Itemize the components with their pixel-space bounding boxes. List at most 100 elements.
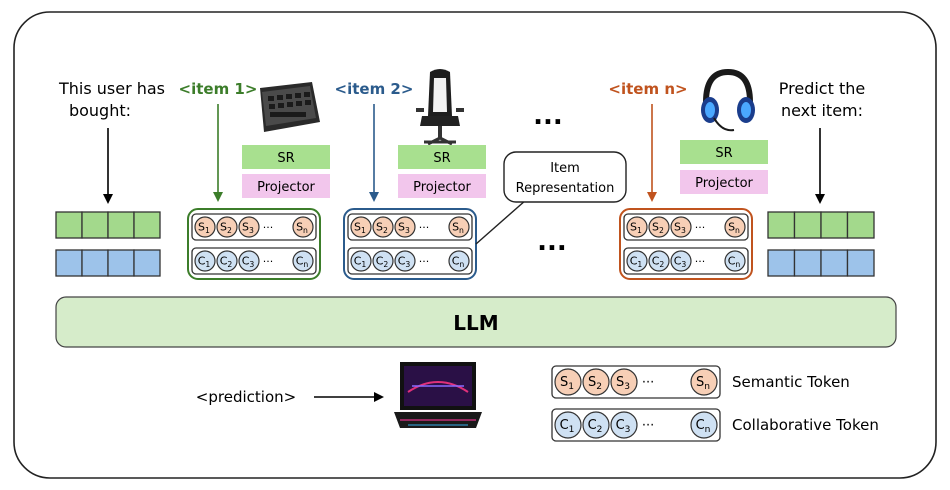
tok2-collab-token-label-C1: C1 bbox=[354, 254, 367, 269]
tok2-semantic-token-S2 bbox=[372, 216, 394, 238]
output-green-cell-3 bbox=[820, 211, 849, 239]
tokn-collab-token-C3 bbox=[670, 250, 692, 272]
output-green-cell-1 bbox=[767, 211, 796, 239]
legend-semantic-token-label-S1: S1 bbox=[560, 375, 574, 392]
output-green-cell-2 bbox=[793, 211, 822, 239]
tokn-semantic-token-S3 bbox=[670, 216, 692, 238]
legend-semantic-token-label-S2: S2 bbox=[588, 375, 602, 392]
output-blue-cell-3 bbox=[820, 249, 849, 277]
input-blue-cell-1 bbox=[55, 249, 83, 277]
tokn-semantic-token-S1 bbox=[626, 216, 648, 238]
tok1-collab-token-label-C2: C2 bbox=[220, 254, 233, 269]
item-1-label: <item 1> bbox=[179, 80, 258, 98]
legend-collaborative-label: Collaborative Token bbox=[732, 416, 879, 434]
tok1-semantic-token-S3 bbox=[238, 216, 260, 238]
tok2-collab-token-label-C3: C3 bbox=[398, 254, 411, 269]
item-2-sr-box bbox=[398, 145, 486, 169]
legend-semantic-token-Sn bbox=[690, 368, 718, 396]
tok2-collab-token-label-C2: C2 bbox=[376, 254, 389, 269]
tok1-semantic-dots: ··· bbox=[263, 221, 274, 234]
predict-line-1: Predict the bbox=[779, 79, 865, 98]
tok1-collab-token-C1 bbox=[194, 250, 216, 272]
item-n-sr-label: SR bbox=[715, 146, 732, 161]
tok2-semantic-dots: ··· bbox=[419, 221, 430, 234]
tok2-semantic-token-label-S1: S1 bbox=[354, 220, 366, 235]
output-green-cell-4 bbox=[846, 211, 875, 239]
tokn-semantic-token-label-S1: S1 bbox=[630, 220, 642, 235]
tokn-collab-token-label-C2: C2 bbox=[652, 254, 665, 269]
item-1-sr-label: SR bbox=[277, 151, 294, 166]
tok2-semantic-token-S1 bbox=[350, 216, 372, 238]
keyboard-icon bbox=[260, 82, 320, 132]
legend-semantic-token-S2 bbox=[582, 368, 610, 396]
tokn-collab-token-Cn bbox=[724, 250, 746, 272]
outer-frame bbox=[13, 11, 937, 479]
callout-line-2: Representation bbox=[516, 181, 615, 196]
tok2-semantic-token-S3 bbox=[394, 216, 416, 238]
tok2-semantic-token-Sn bbox=[448, 216, 470, 238]
tok1-collab-token-Cn bbox=[292, 250, 314, 272]
tok1-semantic-token-label-Sn: Sn bbox=[296, 220, 308, 235]
tokn-semantic-token-S2 bbox=[648, 216, 670, 238]
item-n-label: <item n> bbox=[608, 80, 687, 98]
tok2-collab-token-label-Cn: Cn bbox=[452, 254, 465, 269]
legend-collab-token-Cn bbox=[690, 411, 718, 439]
prefix-line-2: bought: bbox=[69, 101, 131, 120]
llm-label: LLM bbox=[453, 311, 498, 335]
legend-collab-token-label-Cn: Cn bbox=[696, 418, 711, 435]
tok1-collab-token-C3 bbox=[238, 250, 260, 272]
output-blue-cell-1 bbox=[767, 249, 796, 277]
tokn-semantic-token-label-S2: S2 bbox=[652, 220, 664, 235]
tokn-collab-token-label-C1: C1 bbox=[630, 254, 643, 269]
item-n-projector-label: Projector bbox=[695, 176, 753, 191]
tok1-collab-token-C2 bbox=[216, 250, 238, 272]
legend-semantic-dots: ··· bbox=[642, 376, 654, 391]
legend-collab-token-label-C3: C3 bbox=[616, 418, 631, 435]
output-embedding-green bbox=[767, 211, 875, 239]
tok1-semantic-token-label-S1: S1 bbox=[198, 220, 210, 235]
tok2-collab-token-C1 bbox=[350, 250, 372, 272]
item-n-token-box bbox=[619, 208, 753, 280]
tok2-semantic-token-label-S3: S3 bbox=[398, 220, 410, 235]
gaming-chair-icon bbox=[416, 69, 464, 146]
item-1-sr-box bbox=[242, 145, 330, 169]
tok2-semantic-token-label-Sn: Sn bbox=[452, 220, 464, 235]
input-green-cell-1 bbox=[55, 211, 83, 239]
tokn-semantic-token-label-Sn: Sn bbox=[728, 220, 740, 235]
tok2-collab-token-C2 bbox=[372, 250, 394, 272]
input-blue-cell-3 bbox=[107, 249, 135, 277]
tok2-semantic-token-label-S2: S2 bbox=[376, 220, 388, 235]
tokn-collab-token-C1 bbox=[626, 250, 648, 272]
top-ellipsis: ... bbox=[533, 101, 563, 131]
input-embedding-green bbox=[55, 211, 161, 239]
item-representation-callout bbox=[503, 151, 627, 203]
legend-collab-token-label-C1: C1 bbox=[560, 418, 575, 435]
legend-semantic-token-S1 bbox=[554, 368, 582, 396]
tokn-collab-token-C2 bbox=[648, 250, 670, 272]
input-embedding-blue bbox=[55, 249, 161, 277]
tok1-semantic-token-Sn bbox=[292, 216, 314, 238]
tokn-semantic-dots: ··· bbox=[695, 221, 706, 234]
item-1-projector-box bbox=[242, 174, 330, 198]
tok2-collab-token-Cn bbox=[448, 250, 470, 272]
item-n-sr-box bbox=[680, 140, 768, 164]
input-green-cell-2 bbox=[81, 211, 109, 239]
item-2-sr-label: SR bbox=[433, 151, 450, 166]
tokn-collab-token-label-Cn: Cn bbox=[728, 254, 741, 269]
predict-line-2: next item: bbox=[781, 101, 863, 120]
tokn-collab-token-label-C3: C3 bbox=[674, 254, 687, 269]
tok1-collab-token-label-C1: C1 bbox=[198, 254, 211, 269]
legend-semantic-label: Semantic Token bbox=[732, 373, 850, 391]
tok1-collab-token-label-C3: C3 bbox=[242, 254, 255, 269]
tokn-semantic-token-label-S3: S3 bbox=[674, 220, 686, 235]
laptop-icon bbox=[394, 362, 482, 428]
tok1-semantic-token-label-S2: S2 bbox=[220, 220, 232, 235]
prediction-label: <prediction> bbox=[196, 388, 296, 406]
callout-connector bbox=[475, 199, 527, 245]
tokn-semantic-token-Sn bbox=[724, 216, 746, 238]
input-green-cell-3 bbox=[107, 211, 135, 239]
llm-bar bbox=[55, 296, 897, 348]
legend-semantic-token-S3 bbox=[610, 368, 638, 396]
input-blue-cell-4 bbox=[133, 249, 161, 277]
